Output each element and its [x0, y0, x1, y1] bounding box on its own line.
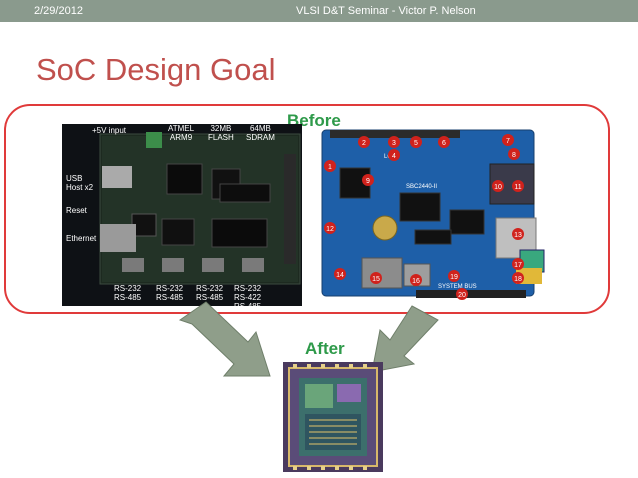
- board-marker: 7: [502, 134, 514, 146]
- board-marker: 14: [334, 268, 346, 280]
- svg-text:7: 7: [506, 138, 510, 145]
- before-frame: [4, 104, 610, 314]
- soc-chip-graphic: [283, 362, 383, 472]
- svg-text:11: 11: [514, 184, 521, 191]
- svg-text:14: 14: [336, 272, 344, 279]
- system-bus-text: SYSTEM BUS: [438, 284, 477, 290]
- soc-chip-die: [283, 362, 383, 472]
- sdram-label: 64MB SDRAM: [246, 124, 275, 142]
- ethernet-label: Ethernet: [66, 234, 97, 243]
- left-down-arrow: [178, 301, 271, 377]
- serial-port-1-label: RS-232 RS-485: [114, 284, 142, 302]
- svg-text:20: 20: [458, 292, 466, 299]
- board-marker: 2: [358, 136, 370, 148]
- board-marker: 16: [410, 274, 422, 286]
- board-marker: 4: [388, 149, 400, 161]
- svg-text:6: 6: [442, 140, 446, 147]
- board-marker: 5: [410, 136, 422, 148]
- svg-text:16: 16: [412, 278, 420, 285]
- usb-label: USB Host x2: [66, 174, 94, 192]
- board-marker: 10: [492, 180, 504, 192]
- board-marker: 1: [324, 160, 336, 172]
- board-marker: 17: [512, 258, 524, 270]
- svg-text:18: 18: [514, 276, 522, 283]
- svg-text:17: 17: [514, 262, 522, 269]
- svg-text:12: 12: [326, 226, 334, 233]
- left-embedded-board: +5V input ATMEL ARM9 32MB FLASH 64MB SDR…: [62, 124, 322, 311]
- svg-text:2: 2: [362, 140, 366, 147]
- board-marker: 15: [370, 272, 382, 284]
- slide-title: SoC Design Goal: [36, 52, 276, 87]
- cpu-label: ATMEL ARM9: [168, 124, 195, 142]
- board-marker: 8: [508, 148, 520, 160]
- board-marker: 9: [362, 174, 374, 186]
- serial-port-4-label: RS-232 RS-422 RS-485: [234, 284, 262, 311]
- board-marker: 19: [448, 270, 460, 282]
- board-marker: 6: [438, 136, 450, 148]
- board-marker: 11: [512, 180, 524, 192]
- gpio-16-31-label: GPIO 16-31: [302, 236, 323, 254]
- board-marker: 13: [512, 228, 524, 240]
- right-down-arrow: [371, 305, 439, 373]
- right-board-graphic: LCD SBC2440-II SYSTEM BUS 1 2 3 4 5 6: [321, 129, 545, 300]
- slide-header-bar: 2/29/2012 VLSI D&T Seminar - Victor P. N…: [0, 0, 638, 22]
- board-model-text: SBC2440-II: [406, 184, 437, 190]
- power-input-label: +5V input: [92, 126, 127, 135]
- left-board-graphic: [99, 132, 301, 285]
- gpio-0-15-label: GPIO 0-15: [302, 172, 323, 190]
- svg-text:5: 5: [414, 140, 418, 147]
- svg-text:1: 1: [328, 164, 332, 171]
- svg-text:9: 9: [366, 178, 370, 185]
- serial-port-3-label: RS-232 RS-485: [196, 284, 224, 302]
- svg-text:3: 3: [392, 140, 396, 147]
- svg-text:13: 13: [514, 232, 522, 239]
- board-marker: 3: [388, 136, 400, 148]
- board-marker: 20: [456, 288, 468, 300]
- svg-text:10: 10: [494, 184, 502, 191]
- svg-text:8: 8: [512, 152, 516, 159]
- flash-label: 32MB FLASH: [208, 124, 234, 142]
- svg-text:4: 4: [392, 153, 396, 160]
- slide-date: 2/29/2012: [34, 5, 83, 17]
- board-marker: 12: [324, 222, 336, 234]
- serial-port-2-label: RS-232 RS-485: [156, 284, 184, 302]
- right-embedded-board: LCD SBC2440-II SYSTEM BUS 1 2 3 4 5 6: [320, 118, 552, 304]
- reset-label: Reset: [66, 206, 87, 215]
- svg-text:15: 15: [372, 276, 380, 283]
- svg-text:19: 19: [450, 274, 458, 281]
- after-label: After: [305, 339, 345, 358]
- slide-footer-text: VLSI D&T Seminar - Victor P. Nelson: [296, 5, 476, 17]
- board-marker: 18: [512, 272, 524, 284]
